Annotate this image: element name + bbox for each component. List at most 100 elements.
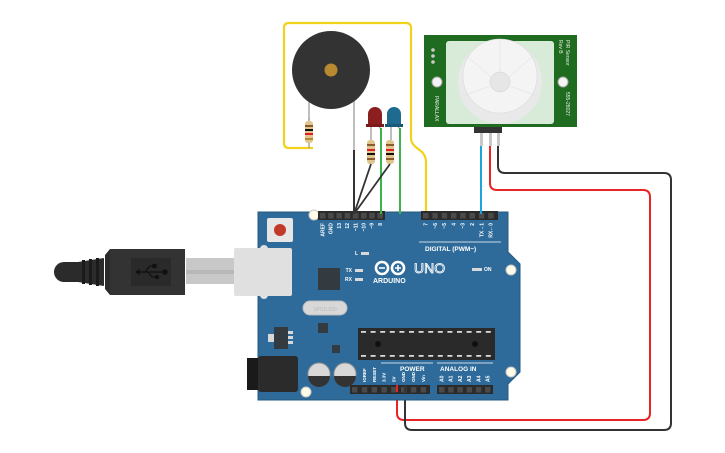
chip-pin (428, 355, 434, 357)
power-pin-label: RESET (372, 367, 377, 382)
wire-black-red-led-gnd[interactable] (353, 163, 372, 215)
header-pin-5[interactable] (441, 213, 448, 219)
atmega-microcontroller (358, 328, 495, 360)
analog-pin-A2[interactable] (457, 387, 463, 393)
chip-pin (399, 331, 405, 333)
chip-pin (476, 331, 482, 333)
capacitor (307, 362, 331, 387)
pir-left-label: PARALLAX (433, 96, 439, 122)
analog-pin-A1[interactable] (448, 387, 454, 393)
reset-button[interactable] (267, 218, 293, 242)
resistor-blue-led[interactable] (386, 140, 394, 164)
chip-pin (485, 331, 491, 333)
arduino-logo (374, 260, 406, 276)
led-on (472, 268, 482, 271)
pir-label-1: PIR Sensor (564, 40, 570, 66)
power-pin-label: Vin (421, 375, 426, 382)
digital-pin-label: RX←0 (489, 223, 495, 238)
resistor-buzzer[interactable] (305, 118, 313, 148)
power-pin-label: 5V (391, 376, 396, 382)
chip-pin (418, 355, 424, 357)
chip-pin (389, 331, 395, 333)
chip-pin (370, 355, 376, 357)
digital-header-label: DIGITAL (PWM~) (425, 246, 476, 253)
chip-pin (457, 331, 462, 333)
usb-icon (134, 263, 168, 280)
analog-pin-A3[interactable] (466, 387, 473, 393)
chip-pin (457, 355, 462, 357)
wire-red-5v[interactable] (396, 145, 651, 421)
header-pin-12[interactable] (344, 213, 351, 219)
header-pin-10[interactable] (361, 213, 367, 219)
header-pin-RX0[interactable] (488, 213, 494, 219)
header-pin-AREF[interactable] (320, 213, 326, 219)
arduino-uno-board[interactable]: SPI16.000 (234, 209, 521, 401)
header-pin-6[interactable] (432, 213, 438, 219)
wire-black-blue-led-gnd[interactable] (353, 163, 391, 215)
power-header-socket[interactable] (361, 387, 368, 393)
power-header-socket[interactable] (352, 387, 358, 393)
svg-text:SPI16.000: SPI16.000 (313, 307, 337, 313)
pir-label-3: 555-28027 (564, 92, 570, 116)
power-header-socket[interactable] (381, 387, 387, 393)
digital-pin-label: GND (329, 223, 335, 235)
chip-pin (447, 355, 453, 357)
power-header-socket[interactable] (371, 387, 378, 393)
voltage-regulator (274, 327, 288, 349)
resistor-red-led[interactable] (367, 140, 375, 164)
digital-pin-label: ~9 (370, 223, 376, 229)
power-header-socket[interactable] (401, 387, 407, 393)
pir-label-2: Rev B (557, 40, 563, 54)
analog-pin-label: A5 (486, 375, 492, 382)
led-tx (355, 269, 363, 272)
chip-pin (437, 331, 443, 333)
analog-pin-A4[interactable] (475, 387, 482, 393)
digital-pin-label: ~6 (433, 223, 439, 229)
digital-pin-label: 8 (378, 223, 384, 226)
chip-pin (399, 355, 405, 357)
header-pin-TX1[interactable] (478, 213, 485, 219)
header-pin-2[interactable] (469, 213, 476, 219)
header-pin-4[interactable] (450, 213, 457, 219)
analog-header-label: ANALOG IN (440, 366, 477, 373)
analog-header (437, 385, 493, 394)
power-pin-label: IOREF (362, 368, 367, 382)
header-pin-3[interactable] (460, 213, 466, 219)
digital-pin-label: 4 (451, 223, 457, 226)
header-pin-11[interactable] (352, 213, 359, 219)
crystal-oscillator: SPI16.000 (302, 300, 348, 316)
chip-pin (437, 355, 443, 357)
header-pin-9[interactable] (369, 213, 375, 219)
chip-pin (389, 355, 395, 357)
chip-pin (361, 355, 366, 357)
chip-pin (428, 331, 434, 333)
chip-pin (380, 355, 386, 357)
led-rx (355, 278, 363, 281)
analog-pin-A5[interactable] (485, 387, 491, 393)
power-header-socket[interactable] (420, 387, 427, 393)
chip-pin (370, 331, 376, 333)
header-pin-8[interactable] (377, 213, 383, 219)
digital-pin-label: TX→1 (479, 223, 485, 237)
analog-pin-label: A0 (440, 375, 446, 382)
power-pin-label: GND (411, 371, 416, 382)
power-header-socket[interactable] (391, 387, 397, 393)
usb-cable[interactable] (54, 249, 234, 295)
analog-pin-A0[interactable] (439, 387, 445, 393)
digital-pin-label: 7 (424, 223, 430, 226)
chip-pin (466, 355, 472, 357)
power-header-socket[interactable] (410, 387, 417, 393)
power-header-label: POWER (400, 366, 425, 373)
piezo-buzzer[interactable] (292, 31, 370, 212)
wire-black-gnd[interactable] (404, 145, 672, 431)
chip-pin (409, 355, 414, 357)
pir-sensor[interactable]: PARALLAX PIR Sensor Rev B 555-28027 (424, 35, 577, 146)
mounting-hole (505, 366, 517, 378)
wire-yellow-buzzer-pin7[interactable] (282, 21, 428, 214)
header-pin-GND[interactable] (328, 213, 334, 219)
power-pin-label: 3.3V (382, 373, 387, 382)
chip-pin (447, 331, 453, 333)
header-pin-7[interactable] (423, 213, 429, 219)
digital-pin-label: ~11 (353, 223, 359, 231)
header-pin-13[interactable] (336, 213, 342, 219)
